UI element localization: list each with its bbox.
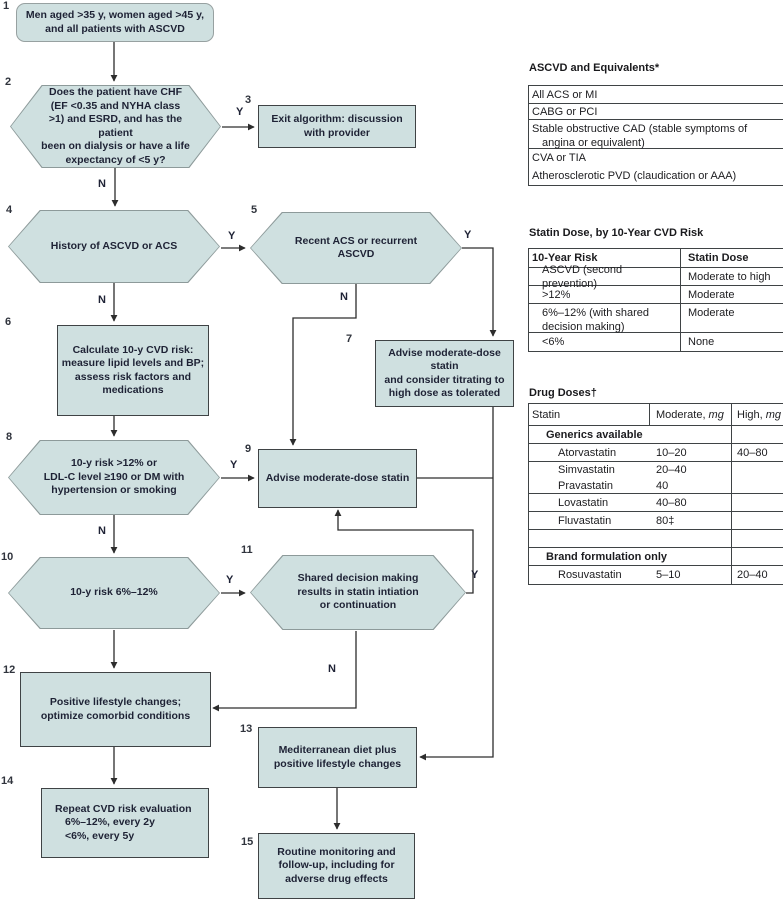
table-row: CABG or PCI	[529, 104, 783, 120]
ascvd-equivalents-title: ASCVD and Equivalents*	[529, 62, 660, 74]
step-number-1: 1	[3, 0, 10, 12]
node-calculate-risk-text: Calculate 10-y CVD risk:measure lipid le…	[61, 343, 205, 397]
repeat-evaluation-line: Repeat CVD risk evaluation	[55, 802, 192, 815]
edge-label-yes: Y	[471, 569, 479, 581]
step-number-4: 4	[6, 204, 13, 216]
edge-label-no: N	[98, 525, 106, 537]
table-spacer-row	[529, 530, 783, 548]
repeat-evaluation-intervals: 6%–12%, every 2y<6%, every 5y	[65, 816, 155, 842]
header-column-divider	[649, 404, 650, 426]
column-divider	[731, 404, 732, 584]
step-number-6: 6	[5, 316, 12, 328]
node-history-ascvd: History of ASCVD or ACS	[8, 210, 220, 283]
column-header-dose: Statin Dose	[688, 252, 749, 264]
column-header-high: High,mg	[737, 408, 781, 421]
column-header-risk: 10-Year Risk	[532, 252, 598, 264]
step-number-12: 12	[3, 664, 16, 676]
table-row: Lovastatin 40–80	[529, 494, 783, 512]
statin-dose-title: Statin Dose, by 10-Year CVD Risk	[529, 227, 704, 239]
step-number-8: 8	[6, 431, 13, 443]
node-advise-moderate-statin-text: Advise moderate-dose statin	[265, 471, 410, 484]
column-divider	[680, 249, 681, 351]
step-number-5: 5	[251, 204, 258, 216]
node-entry-population-text: Men aged >35 y, women aged >45 y,and all…	[25, 9, 205, 35]
step-number-9: 9	[245, 443, 252, 455]
edge-label-yes: Y	[226, 574, 234, 586]
column-header-statin: Statin	[532, 408, 561, 421]
node-lifestyle-changes: Positive lifestyle changes;optimize como…	[20, 672, 211, 747]
node-entry-population: Men aged >35 y, women aged >45 y,and all…	[16, 3, 214, 42]
edge-label-no: N	[328, 663, 336, 675]
edge-label-no: N	[98, 178, 106, 190]
table-row: All ACS or MI	[529, 86, 783, 104]
ascvd-equivalents-table: All ACS or MI CABG or PCI Stable obstruc…	[528, 85, 783, 186]
node-lifestyle-changes-text: Positive lifestyle changes;optimize como…	[40, 696, 191, 722]
step-number-11: 11	[241, 544, 253, 556]
step-number-3: 3	[245, 94, 252, 106]
node-chf-esrd-question-text: Does the patient have CHF(EF <0.35 and N…	[41, 86, 190, 166]
step-number-15: 15	[241, 836, 254, 848]
table-row: 6%–12% (with shared decision making) Mod…	[529, 304, 783, 333]
edge-label-yes: Y	[464, 229, 472, 241]
table-group-row: Brand formulation only	[529, 548, 783, 566]
table-row: Atherosclerotic PVD (claudication or AAA…	[532, 169, 737, 182]
edge-label-yes: Y	[236, 106, 244, 118]
edge-label-no: N	[340, 291, 348, 303]
table-row: >12% Moderate	[529, 286, 783, 304]
edge-label-no: N	[98, 294, 106, 306]
node-mid-risk-question-text: 10-y risk 6%–12%	[70, 586, 158, 599]
node-calculate-risk: Calculate 10-y CVD risk:measure lipid le…	[57, 325, 209, 416]
table-row: Fluvastatin 80‡	[529, 512, 783, 530]
table-row: Simvastatin 20–40	[558, 464, 687, 476]
node-history-ascvd-text: History of ASCVD or ACS	[50, 239, 178, 252]
drug-doses-table: Statin Moderate,mg High,mg Generics avai…	[528, 403, 783, 585]
step-number-10: 10	[1, 551, 14, 563]
step-number-14: 14	[1, 775, 14, 787]
table-header-row: 10-Year Risk Statin Dose	[529, 249, 783, 268]
edge-label-yes: Y	[230, 459, 238, 471]
node-advise-moderate-statin: Advise moderate-dose statin	[258, 449, 417, 508]
table-row: CVA or TIA	[532, 151, 587, 164]
column-header-moderate: Moderate,mg	[656, 408, 724, 421]
table-header-row: Statin Moderate,mg High,mg	[529, 404, 783, 426]
step-number-13: 13	[240, 723, 253, 735]
node-mid-risk-question: 10-y risk 6%–12%	[8, 557, 220, 629]
node-repeat-evaluation-text: Repeat CVD risk evaluation 6%–12%, every…	[42, 789, 208, 857]
table-row: <6% None	[542, 336, 715, 348]
node-repeat-evaluation: Repeat CVD risk evaluation 6%–12%, every…	[41, 788, 209, 858]
table-row: Pravastatin 40	[529, 478, 783, 494]
table-row: Stable obstructive CAD (stable symptoms …	[529, 120, 783, 149]
table-row: Rosuvastatin 5–10 20–40	[558, 569, 768, 581]
table-group-row: Generics available	[529, 426, 783, 444]
step-number-7: 7	[346, 333, 353, 345]
statin-dose-table: 10-Year Risk Statin Dose ASCVD (second p…	[528, 248, 783, 352]
node-chf-esrd-question: Does the patient have CHF(EF <0.35 and N…	[10, 85, 221, 168]
edge-label-yes: Y	[228, 230, 236, 242]
drug-doses-title: Drug Doses†	[529, 387, 597, 399]
table-row: Atorvastatin 10–20 40–80	[529, 444, 783, 462]
table-row: ASCVD (second prevention) Moderate to hi…	[529, 264, 783, 290]
step-number-2: 2	[5, 76, 12, 88]
